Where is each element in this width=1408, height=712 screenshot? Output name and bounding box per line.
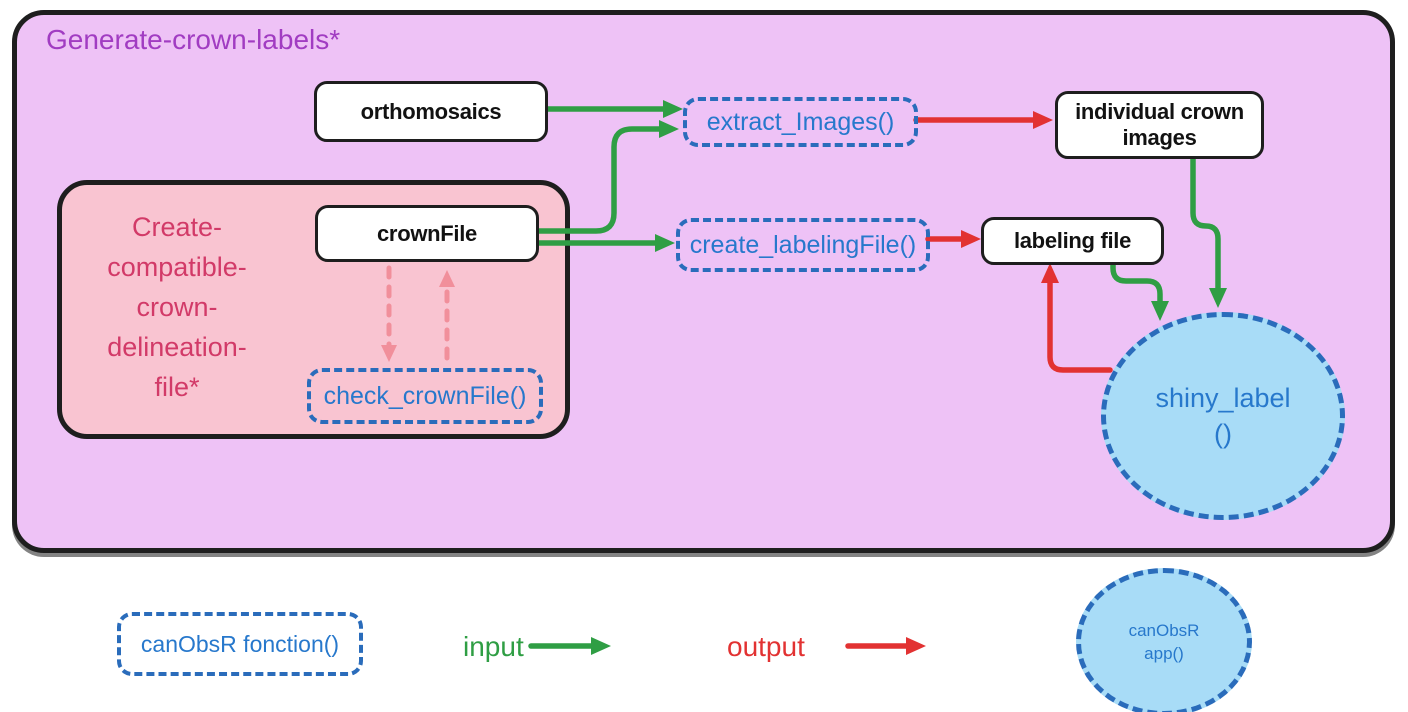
fn-create-labelingfile-label: create_labelingFile() — [689, 230, 917, 259]
legend-canobsr-app-circle: canObsR app() — [1076, 568, 1252, 712]
subgroup-title: Create- compatible- crown- delineation- … — [70, 207, 284, 407]
app-shiny-label-line: shiny_label — [1155, 383, 1291, 413]
node-individual-crown-images-line: images — [1122, 125, 1197, 150]
subgroup-title-line: file* — [154, 372, 200, 402]
legend-canobsr-function-label: canObsR fonction() — [140, 630, 340, 657]
fn-extract-images: extract_Images() — [683, 97, 918, 147]
node-individual-crown-images-line: individual crown — [1075, 99, 1244, 124]
legend-output-label: output — [727, 631, 805, 662]
subgroup-title-line: delineation- — [107, 332, 247, 362]
subgroup-title-line: Create- — [131, 212, 223, 242]
node-individual-crown-images: individual crown images — [1055, 91, 1264, 159]
node-crownfile-label: crownFile — [377, 220, 477, 246]
fn-create-labelingfile: create_labelingFile() — [676, 218, 930, 272]
legend-input-label: input — [463, 631, 524, 662]
diagram-title: Generate-crown-labels* — [46, 24, 341, 55]
subgroup-title-line: compatible- — [107, 252, 247, 282]
legend-canobsr-app-line: app() — [1144, 644, 1184, 663]
legend-canobsr-app-line: canObsR — [1128, 621, 1200, 640]
node-labeling-file: labeling file — [981, 217, 1164, 265]
app-shiny-label-line: () — [1214, 419, 1232, 449]
fn-check-crownfile-label: check_crownFile() — [323, 381, 527, 410]
app-shiny-label-circle: shiny_label () — [1101, 312, 1345, 520]
fn-check-crownfile: check_crownFile() — [307, 368, 543, 424]
node-crownfile: crownFile — [315, 205, 539, 262]
node-orthomosaics: orthomosaics — [314, 81, 548, 142]
node-orthomosaics-label: orthomosaics — [360, 98, 502, 124]
fn-extract-images-label: extract_Images() — [706, 107, 895, 136]
node-labeling-file-label: labeling file — [1013, 228, 1132, 253]
legend-canobsr-function-box: canObsR fonction() — [117, 612, 363, 676]
subgroup-title-line: crown- — [136, 292, 218, 322]
